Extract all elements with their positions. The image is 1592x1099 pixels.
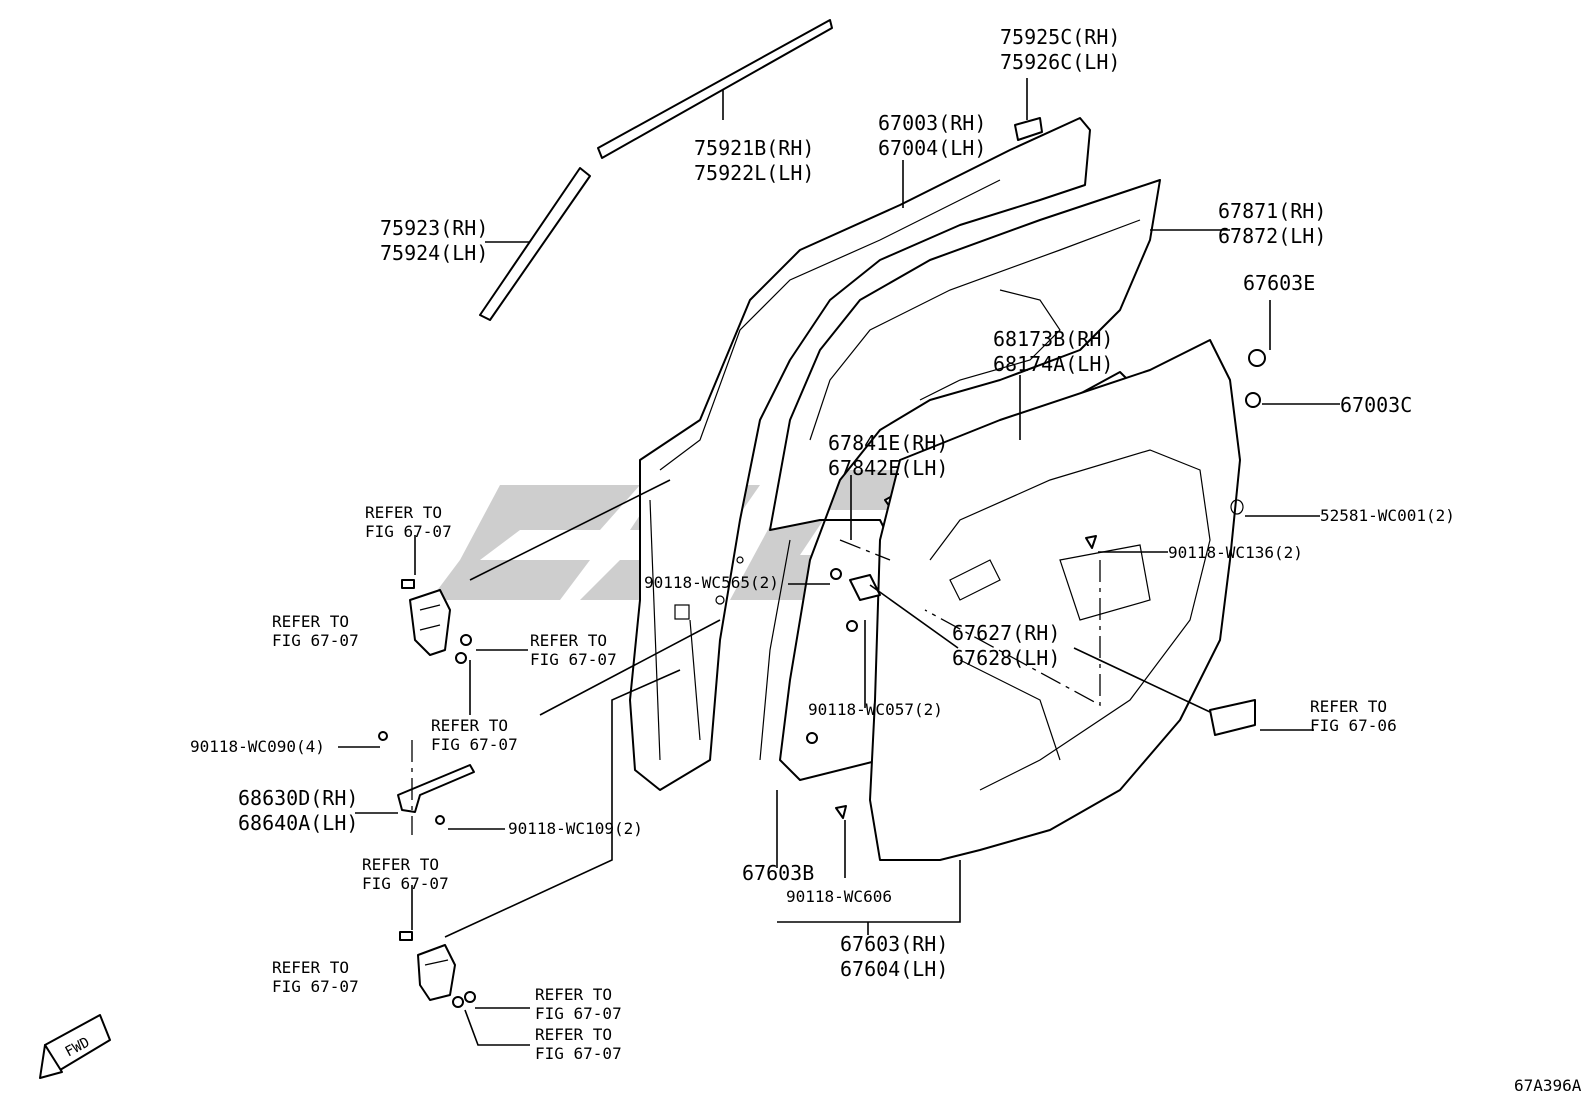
garnish-75925c [1014,117,1043,141]
drawing-code: 67A396A [1514,1076,1582,1095]
label-67603b: 67603B [742,861,814,885]
label-75922l: 75922L(LH) [694,161,814,185]
label-90118-wc136: 90118-WC136(2) [1168,543,1303,562]
label-67004: 67004(LH) [878,136,986,160]
label-67003c: 67003C [1340,393,1412,417]
label-67628: 67628(LH) [952,646,1060,670]
label-90118-wc606: 90118-WC606 [786,887,892,906]
refer-fig-1: FIG 67-07 [365,522,452,541]
label-90118-wc565: 90118-WC565(2) [644,573,779,592]
label-67604: 67604(LH) [840,957,948,981]
leader-lines [338,78,1340,1046]
label-68174a: 68174A(LH) [993,352,1113,376]
label-75926c: 75926C(LH) [1000,50,1120,74]
refer-to-7: REFER TO [272,958,349,977]
refer-to-callouts: REFER TO FIG 67-07 REFER TO FIG 67-07 RE… [272,503,1397,1063]
refer-fig-3: FIG 67-07 [530,650,617,669]
pillar-garnish-75923 [479,167,591,321]
refer-to-4: REFER TO [431,716,508,735]
label-68640a: 68640A(LH) [238,811,358,835]
part-labels: 75925C(RH) 75926C(LH) 67003(RH) 67004(LH… [190,25,1455,981]
refer-fig-9: FIG 67-07 [535,1044,622,1063]
label-75924: 75924(LH) [380,241,488,265]
upper-hinge [401,579,472,664]
label-67003: 67003(RH) [878,111,986,135]
label-75921b: 75921B(RH) [694,136,814,160]
label-52581: 52581-WC001(2) [1320,506,1455,525]
door-trim-67603 [869,339,1241,861]
label-67872: 67872(LH) [1218,224,1326,248]
fwd-arrow-icon: FWD [39,1014,111,1079]
label-67842e: 67842E(LH) [828,456,948,480]
door-panel-67003 [629,117,1091,791]
label-75923: 75923(RH) [380,216,488,240]
label-68173b: 68173B(RH) [993,327,1113,351]
refer-fig-2: FIG 67-07 [272,631,359,650]
upper-moldings [479,19,1043,321]
refer-to-8: REFER TO [535,985,612,1004]
lower-hinge [399,931,476,1008]
refer-to-6: REFER TO [362,855,439,874]
refer-fig-6: FIG 67-07 [362,874,449,893]
label-67603: 67603(RH) [840,932,948,956]
label-90118-wc057: 90118-WC057(2) [808,700,943,719]
refer-to-9: REFER TO [535,1025,612,1044]
door-check-68630d [378,731,475,825]
refer-to-1: REFER TO [365,503,442,522]
label-67841e: 67841E(RH) [828,431,948,455]
label-75925c: 75925C(RH) [1000,25,1120,49]
label-90118-wc090: 90118-WC090(4) [190,737,325,756]
fasteners [806,349,1266,819]
refer-to-2: REFER TO [272,612,349,631]
refer-to-5: REFER TO [1310,697,1387,716]
refer-to-3: REFER TO [530,631,607,650]
refer-fig-4: FIG 67-07 [431,735,518,754]
label-67627: 67627(RH) [952,621,1060,645]
label-90118-wc109: 90118-WC109(2) [508,819,643,838]
label-67871: 67871(RH) [1218,199,1326,223]
label-68630d: 68630D(RH) [238,786,358,810]
refer-fig-7: FIG 67-07 [272,977,359,996]
belt-molding-75921b [597,19,833,159]
label-67603e: 67603E [1243,271,1315,295]
refer-fig-5: FIG 67-06 [1310,716,1397,735]
refer-fig-8: FIG 67-07 [535,1004,622,1023]
